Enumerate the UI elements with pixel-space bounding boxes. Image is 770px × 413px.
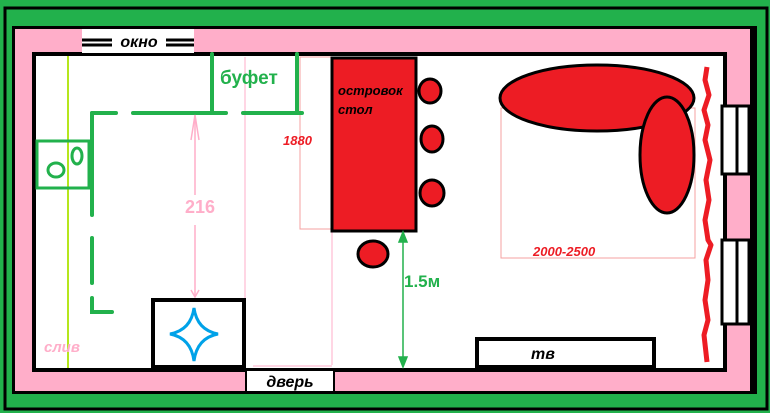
- bed-size-label: 2000-2500: [532, 244, 596, 259]
- passage-width-label: 216: [185, 197, 215, 217]
- window-top: окно: [82, 29, 194, 53]
- window-right-1: [720, 104, 751, 176]
- dimension-216: [190, 114, 200, 299]
- aisle-label: 1.5м: [404, 272, 440, 291]
- window-label: окно: [120, 34, 158, 51]
- door: дверь: [245, 369, 335, 393]
- door-label: дверь: [266, 374, 313, 391]
- sink: [35, 139, 91, 190]
- tv: тв: [475, 337, 656, 369]
- island-label-2: стол: [338, 102, 373, 117]
- kitchen-island: островок стол: [330, 56, 418, 233]
- tv-label: тв: [531, 346, 555, 363]
- island-label-1: островок: [338, 83, 404, 98]
- window-right-2: [720, 238, 751, 326]
- star-icon: [169, 307, 219, 362]
- kitchen-counter: [90, 52, 304, 314]
- buffet-label: буфет: [220, 68, 278, 89]
- stools: [356, 77, 446, 269]
- stool: [356, 239, 390, 269]
- drain-label: слив: [44, 339, 80, 356]
- curtain: [701, 66, 714, 363]
- sofa: [498, 63, 696, 215]
- aisle-dimension: [397, 229, 409, 370]
- outer-border: [3, 6, 769, 411]
- island-length-label: 1880: [283, 133, 313, 148]
- stool: [419, 124, 445, 154]
- stool: [418, 178, 446, 208]
- stove: [151, 298, 246, 369]
- stool: [417, 77, 443, 105]
